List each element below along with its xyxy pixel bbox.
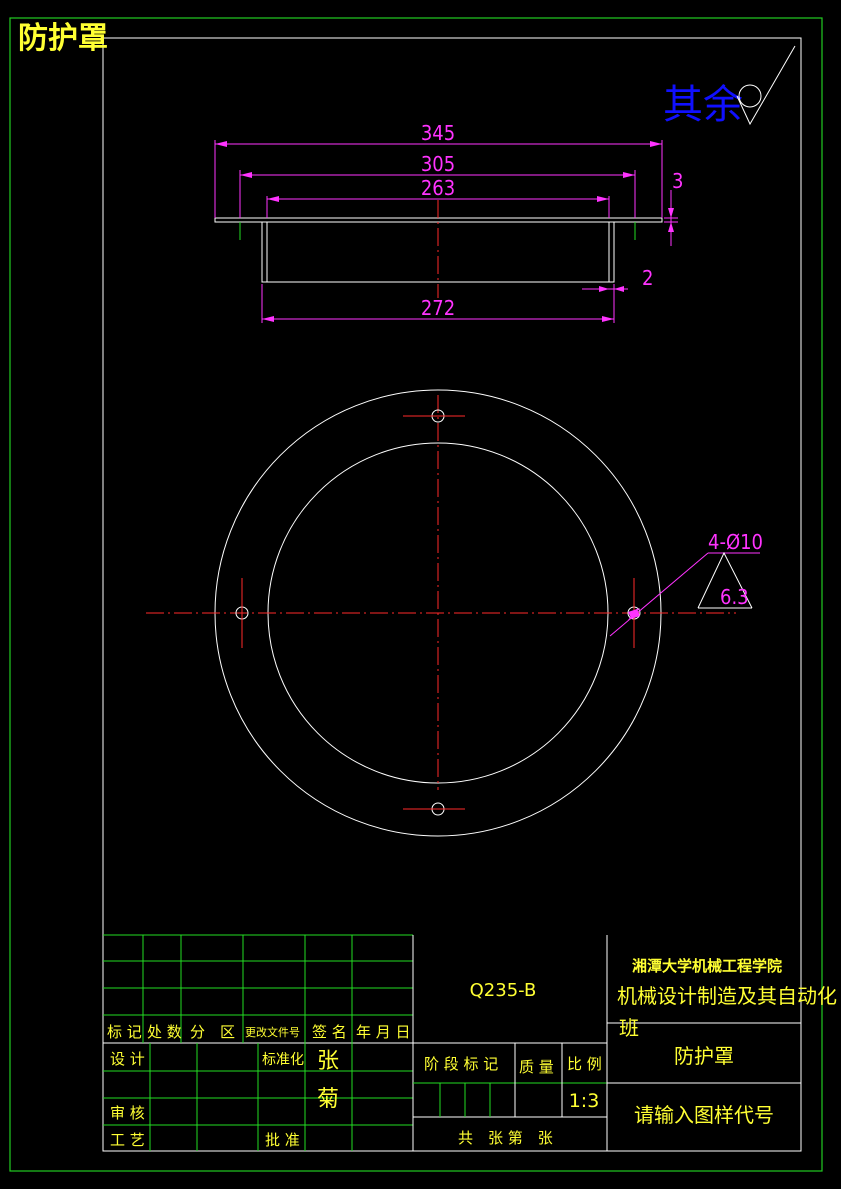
dim-345: 345: [421, 121, 455, 145]
hdr-zone: 分 区: [190, 1023, 235, 1041]
inner-border: [102, 37, 802, 1152]
hdr-sheets: 共 张 第 张: [458, 1129, 553, 1147]
hdr-date: 年 月 日: [356, 1023, 411, 1041]
material: Q235-B: [470, 980, 537, 1001]
class-line-1: 机械设计制造及其自动化: [617, 984, 837, 1008]
part-name: 防护罩: [674, 1044, 734, 1068]
role-standardize: 标准化: [262, 1052, 304, 1068]
role-review: 审 核: [110, 1104, 145, 1122]
designer-name-2: 菊: [317, 1087, 339, 1112]
scale-value: 1:3: [569, 1090, 600, 1112]
dim-3: 3: [672, 169, 683, 193]
top-view: 4-Ø10 6.3: [146, 389, 763, 837]
dim-272: 272: [421, 296, 455, 320]
side-view: [214, 200, 663, 298]
hdr-signature: 签 名: [312, 1023, 347, 1041]
hdr-scale: 比 例: [567, 1055, 602, 1073]
dim-305: 305: [421, 152, 455, 176]
drawing-title: 防护罩: [18, 21, 108, 56]
outer-border: [9, 17, 823, 1172]
school-name: 湘潭大学机械工程学院: [632, 957, 782, 975]
flange-outline: [214, 217, 663, 223]
roughness-symbol-icon: [736, 45, 796, 126]
hole-callout: 4-Ø10: [708, 530, 763, 554]
hdr-count: 处 数: [147, 1023, 182, 1041]
hdr-mass: 质 量: [519, 1058, 554, 1076]
title-block: 标 记 处 数 分 区 更改文件号 签 名 年 月 日 设 计 标准化 审 核 …: [103, 934, 837, 1151]
drawing-code: 请输入图样代号: [634, 1103, 774, 1127]
roughness-triangle-icon: [697, 551, 753, 609]
dim-263: 263: [421, 176, 455, 200]
class-line-2: 班: [619, 1016, 639, 1040]
body-outline: [261, 222, 615, 283]
roughness-value: 6.3: [720, 585, 749, 609]
designer-name-1: 张: [317, 1049, 339, 1074]
role-design: 设 计: [110, 1050, 145, 1068]
role-approve: 批 准: [265, 1131, 300, 1149]
dimensions: 345 305 263 272 3 2: [214, 121, 683, 323]
hdr-mark: 标 记: [107, 1023, 142, 1041]
hdr-change-doc: 更改文件号: [245, 1025, 300, 1039]
hdr-stage-mark: 阶 段 标 记: [424, 1055, 498, 1073]
dim-2: 2: [642, 266, 653, 290]
surface-roughness-note: 其余: [663, 82, 743, 128]
role-process: 工 艺: [110, 1131, 145, 1149]
